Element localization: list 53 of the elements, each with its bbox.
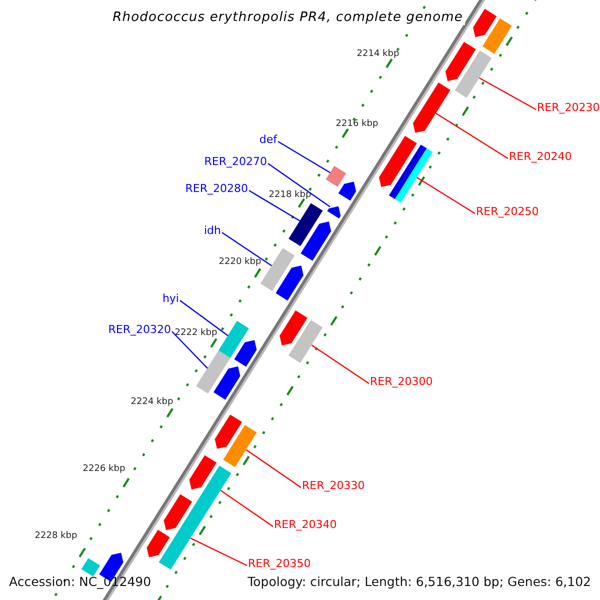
gene-label: RER_20350 [248,558,311,569]
leader-line [190,538,248,566]
scale-label: 2226 kbp [82,465,126,474]
gene-label: RER_20280 [185,183,248,194]
gene-block [146,530,170,558]
title: Rhodococcus erythropolis PR4, complete genome [110,10,465,25]
scale-label: 2214 kbp [356,50,400,59]
gene-label: RER_20240 [509,151,572,162]
gene-label: hyi [162,293,179,304]
leader-line [268,163,330,208]
footer-text: Topology: circular; Length: 6,516,310 bp; Genes: 6,102 [248,576,591,588]
gene-label: idh [204,225,221,236]
leader-line [311,344,370,384]
gene-block [379,136,417,188]
leader-line [246,449,302,488]
gene-label: def [259,134,277,145]
gene-block [327,206,341,218]
gene-block [276,266,304,301]
leader-line [172,331,208,369]
gene-block [300,222,332,261]
leader-line [278,140,330,174]
scale-label: 2218 kbp [268,191,312,200]
scale-label: 2220 kbp [218,258,262,267]
scale-label: 2228 kbp [34,532,78,541]
gene-box [326,166,346,187]
gene-label: RER_20300 [370,376,433,387]
gene-label: RER_20230 [537,102,600,113]
scale-label: 2222 kbp [174,329,218,338]
gene-label: RER_20270 [204,156,267,167]
gene-block [214,366,240,400]
gene-block [445,42,476,82]
leader-line [220,490,274,527]
gene-block [413,82,450,133]
leader-line [435,112,508,159]
gene-box [388,144,433,203]
leader-line [416,176,476,214]
leader-line [180,300,228,336]
scale-label: 2216 kbp [336,120,378,129]
leader-line [222,232,272,266]
leader-line [478,77,536,110]
scale-label: 2224 kbp [130,398,174,407]
gene-block [473,8,497,38]
gene-block [214,414,242,449]
gene-label: RER_20340 [274,519,337,530]
gene-block [338,182,356,201]
gene-label: RER_20320 [108,324,171,335]
gene-label: RER_20250 [476,206,539,217]
gene-block [189,455,217,490]
gene-label: RER_20330 [302,480,365,491]
gene-block [234,340,257,367]
gene-block [164,494,192,530]
leader-line [248,190,300,222]
gene-block [280,310,308,346]
